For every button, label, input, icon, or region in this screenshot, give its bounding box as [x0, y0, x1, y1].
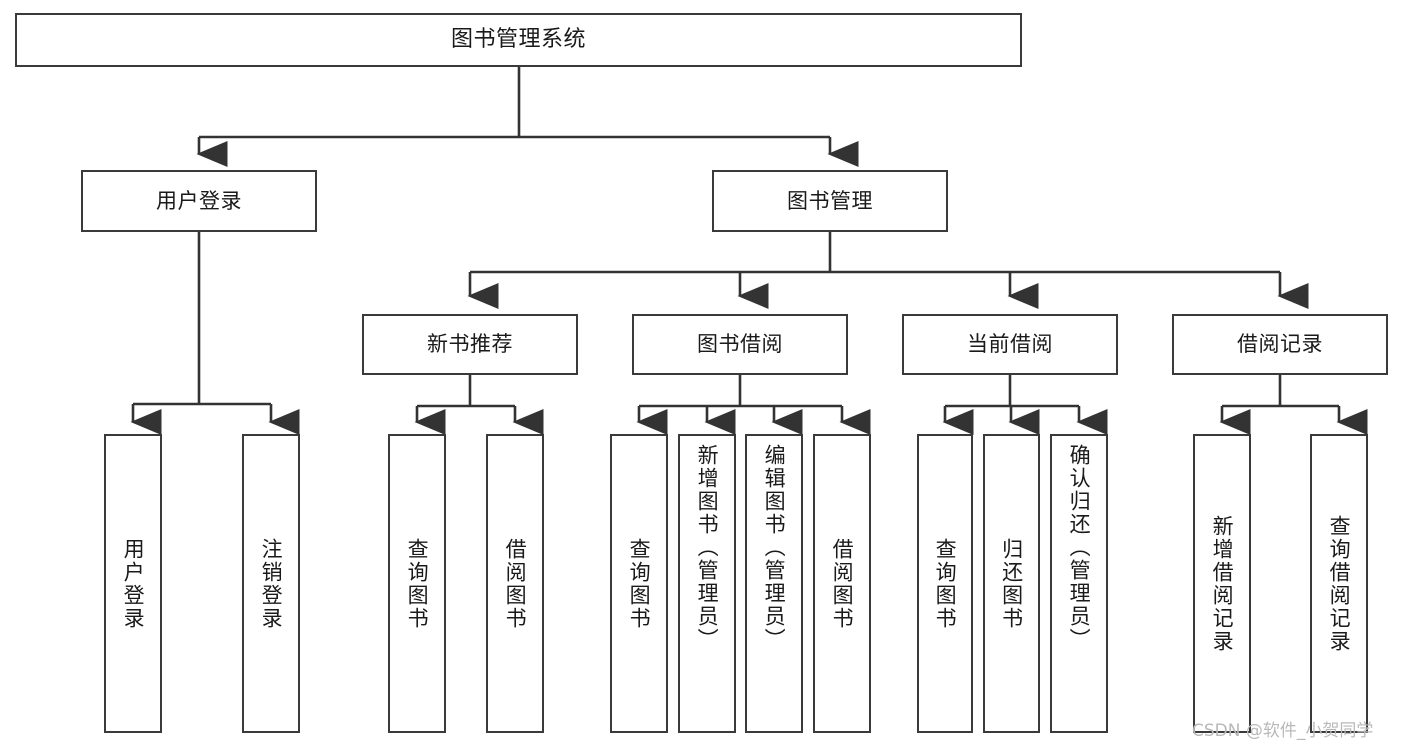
leaf-query-borrow-record[interactable]: 查询借阅记录	[1310, 434, 1368, 733]
node-label: 查询图书	[933, 537, 958, 630]
node-label: 图书借阅	[697, 332, 783, 357]
leaf-borrow-book[interactable]: 借阅图书	[813, 434, 871, 733]
node-label: 图书管理	[787, 188, 873, 213]
node-book-management[interactable]: 图书管理	[712, 170, 948, 232]
leaf-confirm-return-admin[interactable]: 确认归还（管理员）	[1050, 434, 1108, 733]
node-label: 查询借阅记录	[1327, 514, 1352, 653]
leaf-logout-login[interactable]: 注销登录	[242, 434, 300, 733]
csdn-watermark: CSDN @软件_小贺同学	[1192, 721, 1374, 741]
node-label: 借阅图书	[830, 537, 855, 630]
leaf-add-borrow-record[interactable]: 新增借阅记录	[1193, 434, 1251, 733]
leaf-return-book[interactable]: 归还图书	[983, 434, 1040, 733]
node-label: 查询图书	[627, 537, 652, 630]
node-label: 用户登录	[121, 537, 146, 630]
node-label: 新书推荐	[427, 332, 513, 357]
node-book-borrow[interactable]: 图书借阅	[632, 314, 848, 375]
node-label: 新增图书（管理员）	[695, 444, 720, 651]
leaf-add-book-admin[interactable]: 新增图书（管理员）	[678, 434, 736, 733]
leaf-borrow-book-recommend[interactable]: 借阅图书	[486, 434, 544, 733]
leaf-query-book-borrow[interactable]: 查询图书	[610, 434, 668, 733]
node-label: 用户登录	[156, 188, 242, 213]
node-label: 当前借阅	[967, 332, 1053, 357]
node-label: 注销登录	[259, 537, 284, 630]
node-current-borrow[interactable]: 当前借阅	[902, 314, 1118, 375]
node-user-login[interactable]: 用户登录	[81, 170, 317, 232]
node-label: 确认归还（管理员）	[1067, 444, 1092, 651]
leaf-query-book-recommend[interactable]: 查询图书	[388, 434, 446, 733]
node-label: 借阅记录	[1237, 332, 1323, 357]
node-borrow-record[interactable]: 借阅记录	[1172, 314, 1388, 375]
node-label: 查询图书	[405, 537, 430, 630]
leaf-user-login[interactable]: 用户登录	[104, 434, 162, 733]
node-label: 新增借阅记录	[1210, 514, 1235, 653]
node-label: 图书管理系统	[450, 27, 586, 53]
node-label: 归还图书	[999, 537, 1024, 630]
leaf-edit-book-admin[interactable]: 编辑图书（管理员）	[745, 434, 803, 733]
node-label: 借阅图书	[503, 537, 528, 630]
node-new-book-recommend[interactable]: 新书推荐	[362, 314, 578, 375]
leaf-query-book-current[interactable]: 查询图书	[917, 434, 973, 733]
node-root-book-management-system[interactable]: 图书管理系统	[15, 13, 1022, 67]
node-label: 编辑图书（管理员）	[762, 444, 787, 651]
